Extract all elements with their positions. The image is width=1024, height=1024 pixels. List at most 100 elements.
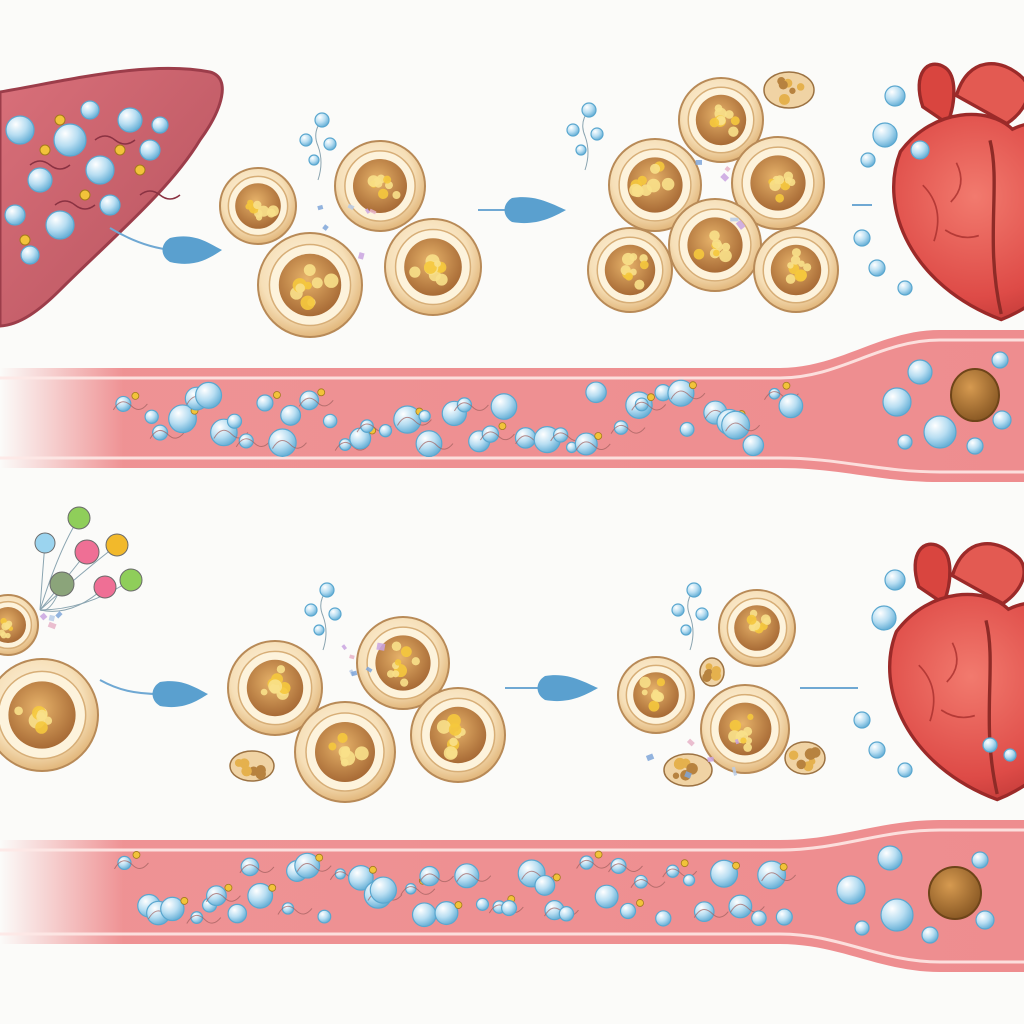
cell (718, 589, 796, 667)
droplet (168, 404, 197, 434)
droplet (728, 894, 753, 919)
droplet (280, 404, 302, 426)
droplet (115, 395, 132, 412)
lipid-grain (434, 260, 441, 267)
lipid-dot (779, 863, 788, 871)
debris-fragment (48, 614, 56, 622)
droplet (268, 428, 297, 457)
droplet (418, 409, 431, 423)
droplet (319, 582, 335, 598)
debris-fragment (730, 217, 739, 222)
lipid-grain (639, 676, 651, 688)
vesicle (763, 71, 815, 109)
lipid-dot (498, 422, 507, 430)
droplet (454, 863, 480, 889)
droplet (281, 902, 295, 915)
lipid-grain (43, 716, 53, 725)
droplet (680, 624, 692, 636)
droplet (1003, 748, 1017, 762)
lipid-grain (743, 726, 753, 736)
droplet (897, 762, 913, 778)
cell (608, 138, 702, 232)
lipid-dot (636, 899, 644, 907)
lipid-grain (641, 689, 648, 696)
droplet (558, 906, 575, 922)
lipid-dot (594, 432, 603, 440)
droplet (378, 424, 393, 438)
droplet (574, 432, 598, 456)
liver-organ (0, 66, 224, 328)
lipid-grain (411, 657, 420, 666)
vessel-droplets (114, 845, 995, 944)
droplet (160, 896, 185, 922)
lipid-grain (300, 295, 315, 311)
droplet (308, 154, 320, 166)
droplet (27, 167, 53, 193)
lipid-grain (449, 737, 458, 747)
debris-fragment (376, 642, 386, 651)
droplet (190, 911, 204, 924)
droplet (322, 413, 338, 429)
lipid-grain (400, 678, 409, 687)
droplet (294, 852, 321, 879)
droplet (910, 140, 930, 160)
droplet (144, 409, 159, 424)
droplet (238, 433, 254, 449)
droplet (419, 865, 440, 887)
lipid-dot (594, 850, 603, 859)
vesicle (229, 750, 275, 782)
droplet (853, 711, 871, 729)
debris-fragment (55, 611, 63, 619)
lipid-grain (392, 670, 400, 678)
lipid-grain (303, 264, 316, 276)
lipid-grain (656, 678, 666, 687)
debris-fragment (350, 670, 358, 677)
flow-arrow (505, 675, 598, 702)
cell (587, 227, 673, 313)
droplet (5, 115, 35, 145)
debris-fragment (684, 771, 692, 779)
droplet-strand (304, 582, 342, 651)
lipid-grain (448, 723, 462, 736)
lipid-dot (19, 234, 31, 246)
droplet (581, 102, 597, 118)
lipid-grain (247, 199, 254, 207)
pulmonary-artery (950, 542, 1024, 606)
droplet (434, 901, 459, 926)
lipid-grain (721, 242, 731, 252)
lipid-grain (775, 193, 784, 203)
lipid-grain (728, 730, 741, 743)
droplet (348, 864, 374, 891)
lipid-grain (423, 261, 437, 274)
lipid-grain (5, 632, 11, 639)
droplet (907, 359, 933, 385)
droplet (152, 424, 169, 441)
lipid-grain (394, 659, 402, 666)
lipid-grain (295, 283, 305, 293)
droplet (117, 855, 132, 871)
lipid-grain (257, 205, 270, 217)
cell-cluster (617, 582, 826, 787)
lipid-grain (794, 269, 807, 282)
cell (0, 658, 99, 772)
droplet (923, 415, 957, 449)
droplet (500, 900, 518, 917)
droplet (860, 152, 876, 168)
cell (356, 616, 450, 710)
debris-fragment (317, 204, 324, 211)
lipid-grain (646, 178, 661, 193)
lipid-grain (637, 175, 647, 186)
droplet (757, 860, 787, 890)
lipid-grain (712, 239, 722, 249)
lipid-dot (317, 388, 326, 397)
lipid-grain (693, 248, 705, 260)
lipid-grain (378, 188, 389, 200)
debris-fragment (720, 172, 730, 182)
droplet (682, 874, 696, 887)
lipid-grain (443, 746, 458, 760)
droplet (853, 229, 871, 247)
molecule (49, 571, 75, 597)
lipid-grain (787, 262, 794, 269)
lipid-dot (180, 897, 189, 905)
